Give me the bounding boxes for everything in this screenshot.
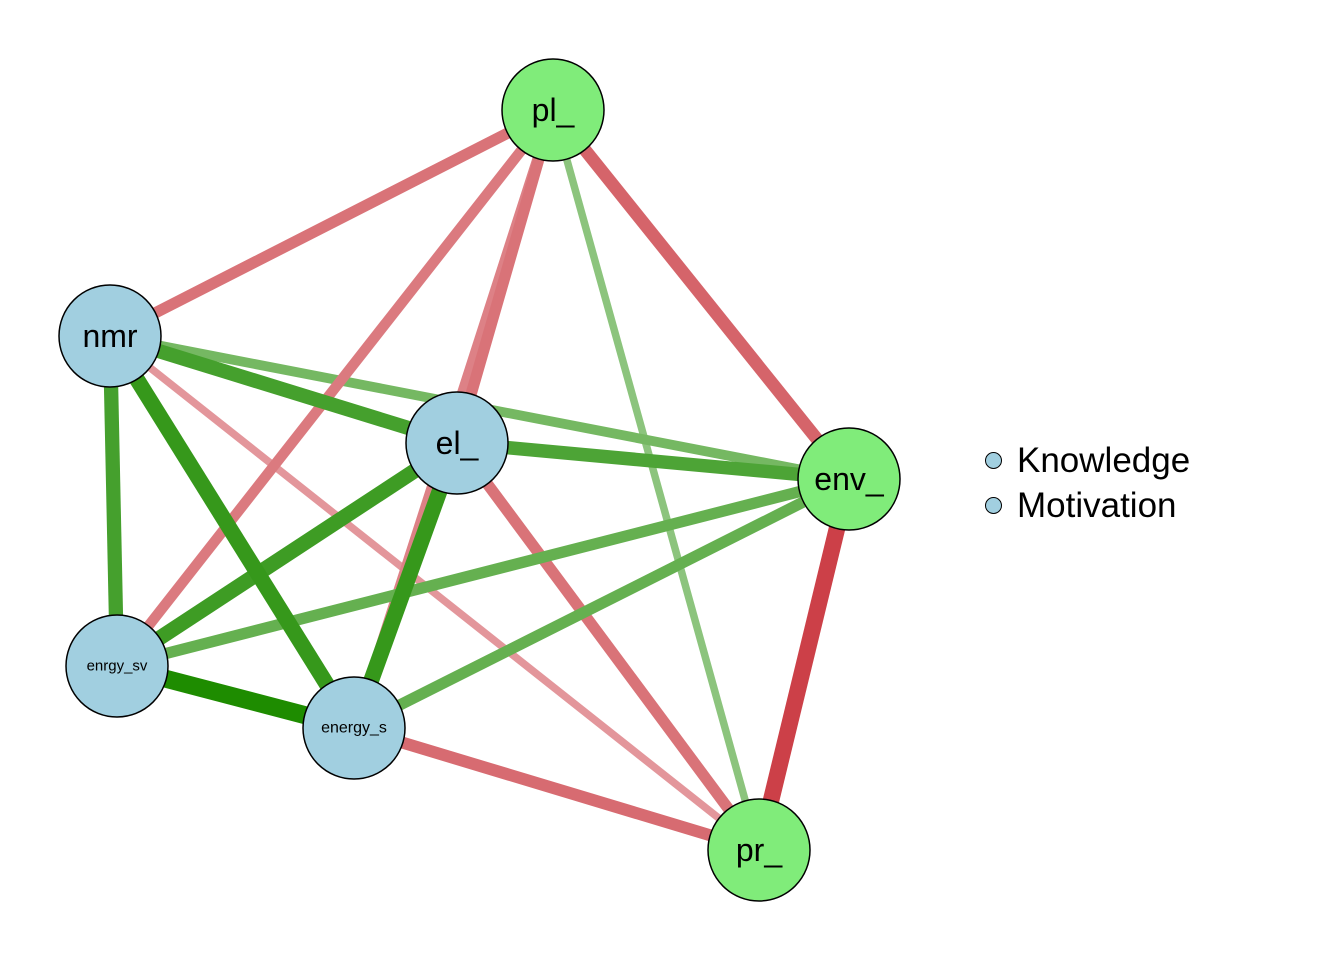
edge-nmr-pr_ (107, 333, 762, 853)
edge-el_-enrgy_sv (112, 436, 462, 673)
node-circle-pr_ (707, 798, 811, 902)
edge-pl_-el_ (451, 108, 559, 445)
node-el_: el_ (405, 391, 509, 495)
node-circle-enrgy_sv (65, 614, 169, 718)
edge-env_-pr_ (750, 477, 858, 852)
edge-pl_-enrgy_sv (112, 106, 558, 670)
edge-env_-energy_s (351, 473, 852, 734)
node-label-pr_: pr_ (736, 832, 783, 868)
edge-energy_s-pr_ (352, 722, 761, 856)
legend-marker-motivation (985, 497, 1002, 514)
edge-nmr-enrgy_sv (102, 335, 125, 667)
node-pl_: pl_ (501, 58, 605, 162)
node-label-el_: el_ (436, 425, 480, 461)
node-nmr: nmr (58, 284, 162, 388)
edge-el_-pr_ (452, 439, 764, 854)
node-enrgy_sv: enrgy_sv (65, 614, 169, 718)
node-circle-el_ (405, 391, 509, 495)
legend-label-knowledge: Knowledge (1017, 441, 1191, 480)
edge-pl_-env_ (548, 105, 854, 484)
edge-nmr-el_ (107, 329, 460, 450)
node-env_: env_ (797, 427, 901, 531)
node-label-enrgy_sv: enrgy_sv (87, 658, 148, 675)
legend-label-motivation: Motivation (1017, 486, 1177, 525)
node-label-energy_s: energy_s (321, 720, 387, 737)
node-label-pl_: pl_ (532, 92, 576, 128)
node-label-env_: env_ (814, 461, 885, 497)
edge-pl_-nmr (107, 104, 556, 342)
node-circle-pl_ (501, 58, 605, 162)
legend-item-motivation: Motivation (985, 483, 1190, 528)
node-circle-env_ (797, 427, 901, 531)
edge-pl_-pr_ (549, 108, 763, 852)
edge-nmr-energy_s (103, 331, 361, 733)
node-circle-energy_s (302, 676, 406, 780)
legend-item-knowledge: Knowledge (985, 438, 1190, 483)
node-circle-nmr (58, 284, 162, 388)
nodes-layer: pl_nmr el_ env_ enrgy_sv energy_s pr_ (58, 58, 901, 902)
legend-marker-knowledge (985, 452, 1002, 469)
legend: Knowledge Motivation (985, 438, 1190, 528)
edges-layer (102, 104, 858, 856)
node-energy_s: energy_s (302, 676, 406, 780)
edge-el_-env_ (456, 436, 850, 486)
node-pr_: pr_ (707, 798, 811, 902)
edge-env_-enrgy_sv (115, 473, 851, 672)
node-label-nmr: nmr (82, 318, 137, 354)
